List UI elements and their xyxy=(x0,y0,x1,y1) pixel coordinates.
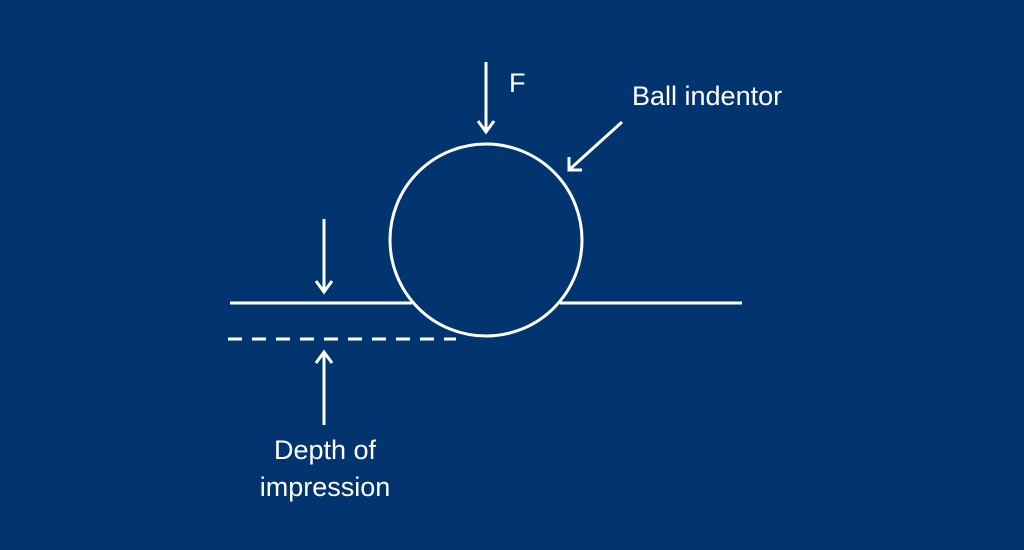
ball-indentor-pointer-arrow xyxy=(567,120,624,172)
depth-arrow-top xyxy=(314,219,334,295)
force-arrow xyxy=(476,62,496,135)
ball-indentor-label: Ball indentor xyxy=(632,81,782,111)
force-label: F xyxy=(509,68,526,98)
depth-of-impression-label-line1: Depth of xyxy=(274,435,377,465)
depth-of-impression-label-line2: impression xyxy=(260,472,391,502)
ball-indentor-circle xyxy=(388,142,584,338)
depth-arrow-bottom xyxy=(314,349,334,425)
